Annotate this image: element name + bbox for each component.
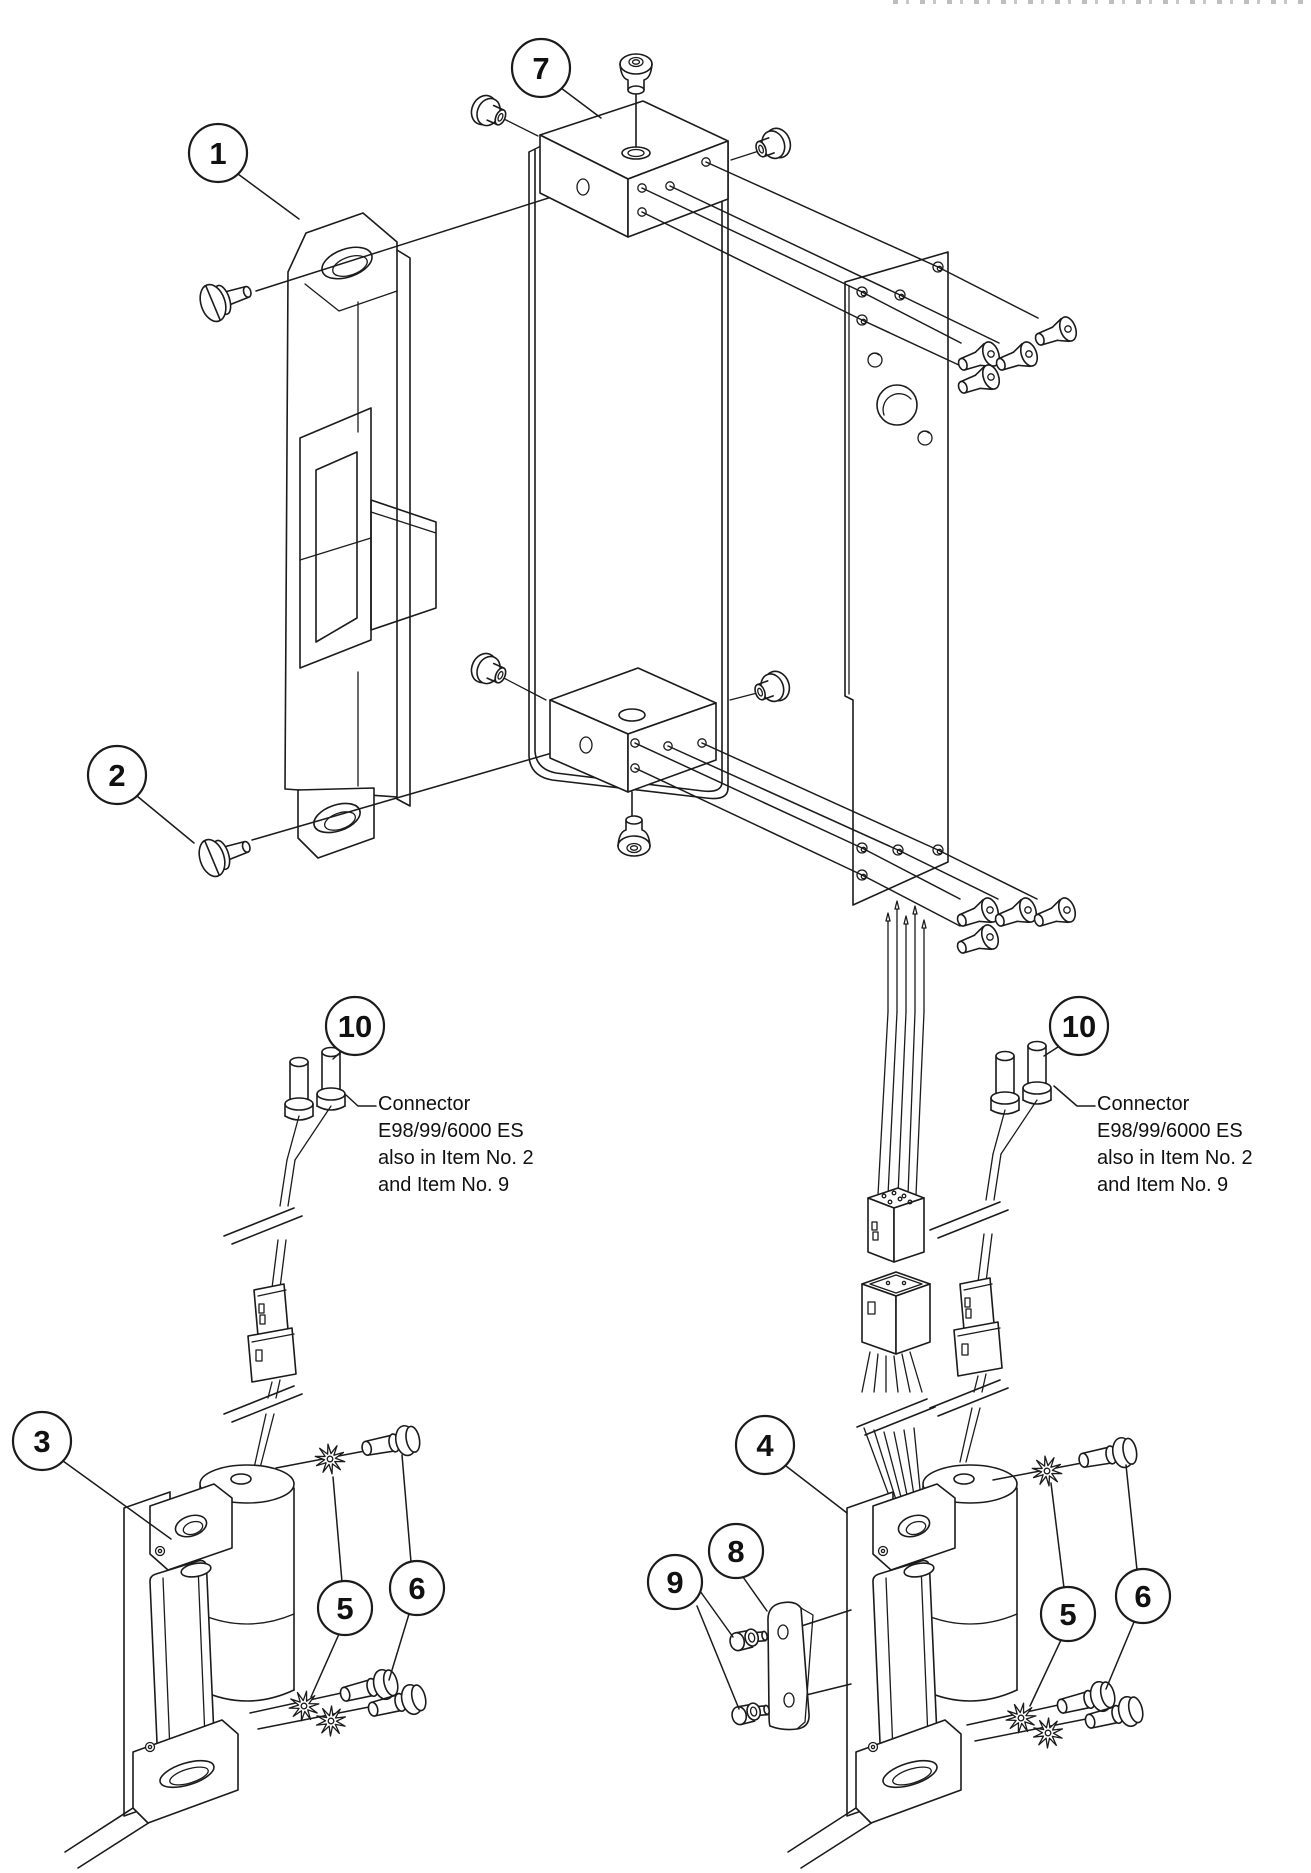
button-screw-top bbox=[619, 53, 653, 95]
callout-9: 9 bbox=[646, 1553, 704, 1611]
annotation-left-line4: and Item No. 9 bbox=[378, 1174, 509, 1196]
callout-6-right: 6 bbox=[1114, 1567, 1172, 1625]
callout-10-left-label: 10 bbox=[338, 1009, 372, 1044]
axis-line-bottom bbox=[251, 743, 584, 841]
button-screw-bottom bbox=[617, 815, 651, 857]
six-pin-connector-male bbox=[867, 1187, 925, 1263]
socket-screw-top bbox=[727, 1625, 770, 1653]
annotation-left: Connector E98/99/6000 ES also in Item No… bbox=[345, 1093, 534, 1196]
spacer-bar bbox=[767, 1601, 810, 1731]
strike-assembly-right bbox=[727, 900, 1145, 1869]
callout-3-label: 3 bbox=[33, 1424, 50, 1459]
annotation-right-line4: and Item No. 9 bbox=[1097, 1174, 1228, 1196]
grommet-bottom-left bbox=[466, 648, 512, 692]
callout-2: 2 bbox=[86, 744, 148, 806]
flathead-screws-top bbox=[953, 313, 1081, 402]
callout-3: 3 bbox=[11, 1410, 73, 1472]
callout-4: 4 bbox=[734, 1414, 796, 1476]
alignment-leader-lines bbox=[634, 161, 1039, 927]
callout-5-right-label: 5 bbox=[1059, 1597, 1076, 1632]
annotation-left-line2: E98/99/6000 ES bbox=[378, 1120, 524, 1142]
flathead-screws-bottom bbox=[952, 894, 1080, 962]
callout-5-left-label: 5 bbox=[336, 1591, 353, 1626]
mounting-channel bbox=[466, 53, 796, 857]
upper-exploded-view bbox=[193, 53, 1081, 962]
annotation-left-line1: Connector bbox=[378, 1093, 471, 1115]
strike-body-left bbox=[64, 1464, 295, 1869]
lead-chain-left bbox=[224, 1048, 345, 1469]
wire-bundle-and-connectors bbox=[856, 900, 936, 1525]
channel-top-box bbox=[539, 100, 729, 238]
grommet-top-left bbox=[466, 90, 512, 134]
callout-8: 8 bbox=[707, 1522, 765, 1580]
callout-4-label: 4 bbox=[756, 1428, 774, 1463]
callout-2-label: 2 bbox=[108, 758, 125, 793]
callout-balloons: 1 7 2 10 10 3 bbox=[11, 37, 1172, 1643]
grommet-bottom-right bbox=[749, 667, 795, 709]
callout-7-label: 7 bbox=[532, 51, 549, 86]
faceplate bbox=[284, 212, 437, 859]
lead-chain-right bbox=[930, 1042, 1051, 1463]
keeper-mounting-plate bbox=[844, 251, 949, 906]
strike-body-right bbox=[787, 1464, 1018, 1869]
callout-1: 1 bbox=[187, 122, 249, 184]
slotted-screw-bottom bbox=[193, 826, 257, 881]
callout-6-left: 6 bbox=[388, 1559, 446, 1617]
callout-6-right-label: 6 bbox=[1134, 1579, 1151, 1614]
spacer-bar-and-screws bbox=[727, 1601, 852, 1731]
callout-8-label: 8 bbox=[727, 1534, 744, 1569]
slotted-screw-top bbox=[194, 271, 258, 326]
callout-5-left: 5 bbox=[316, 1579, 374, 1637]
annotation-right: Connector E98/99/6000 ES also in Item No… bbox=[1053, 1085, 1253, 1196]
annotation-right-line3: also in Item No. 2 bbox=[1097, 1147, 1253, 1169]
callout-leader-lines bbox=[62, 87, 1138, 1710]
callout-10-right: 10 bbox=[1048, 995, 1110, 1057]
annotation-right-line2: E98/99/6000 ES bbox=[1097, 1120, 1243, 1142]
channel-bottom-box bbox=[549, 667, 717, 793]
annotation-right-line1: Connector bbox=[1097, 1093, 1190, 1115]
six-pin-connector-housing bbox=[861, 1271, 931, 1355]
annotation-left-line3: also in Item No. 2 bbox=[378, 1147, 534, 1169]
callout-9-label: 9 bbox=[666, 1565, 683, 1600]
grommet-top-right bbox=[750, 124, 796, 166]
callout-10-left: 10 bbox=[324, 995, 386, 1057]
callout-1-label: 1 bbox=[209, 136, 226, 171]
cropped-header-text-fragment bbox=[893, 0, 1311, 4]
stripped-wire-tips bbox=[885, 900, 927, 1013]
strike-assembly-left bbox=[64, 1048, 429, 1869]
callout-6-left-label: 6 bbox=[408, 1571, 425, 1606]
callout-7: 7 bbox=[510, 37, 572, 99]
callout-5-right: 5 bbox=[1039, 1585, 1097, 1643]
callout-10-right-label: 10 bbox=[1062, 1009, 1096, 1044]
